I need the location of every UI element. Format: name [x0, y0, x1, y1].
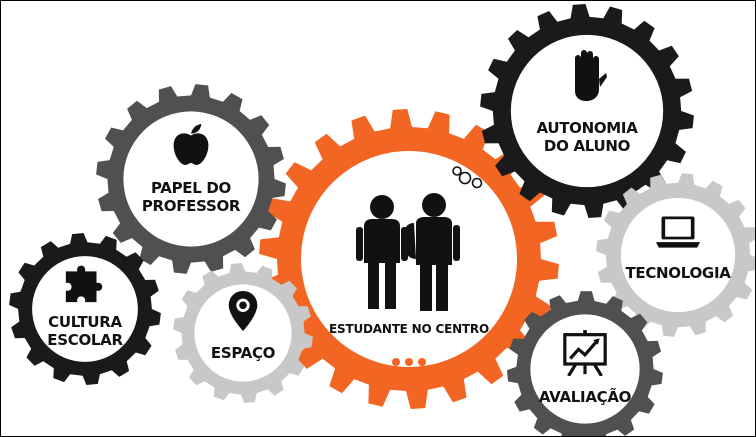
ellipsis-dot-icon — [405, 358, 413, 366]
thought-bubble-icon — [471, 177, 483, 189]
avaliacao-label: AVALIAÇÃO — [538, 388, 632, 406]
tecnologia-gear — [596, 173, 755, 337]
estudante-no-centro-label: ESTUDANTE NO CENTRO — [329, 322, 489, 336]
espaco-gear-face — [194, 284, 292, 382]
autonomia-do-aluno-gear-face — [510, 34, 664, 188]
espaco-gear — [173, 263, 313, 403]
autonomia-do-aluno-label: AUTONOMIA DO ALUNO — [536, 119, 638, 155]
ellipsis-dot-icon — [392, 358, 400, 366]
tecnologia-label: TECNOLOGIA — [625, 264, 731, 282]
ellipsis-dot-icon — [418, 358, 426, 366]
estudante-no-centro-gear-face — [301, 151, 517, 367]
cultura-escolar-gear — [9, 233, 161, 385]
thought-bubble-icon — [458, 171, 472, 185]
avaliacao-gear — [507, 291, 663, 436]
papel-do-professor-gear-face — [123, 111, 259, 247]
cultura-escolar-gear-face — [32, 256, 138, 362]
laptop-icon — [656, 216, 700, 248]
tecnologia-gear-face — [620, 197, 736, 313]
cultura-escolar-label: CULTURA ESCOLAR — [47, 313, 123, 349]
autonomia-do-aluno-gear — [480, 4, 694, 218]
estudante-no-centro-gear — [259, 109, 559, 409]
espaco-label: ESPAÇO — [210, 344, 276, 362]
papel-do-professor-gear — [96, 84, 286, 274]
thought-bubble-icon — [452, 166, 462, 176]
papel-do-professor-label: PAPEL DO PROFESSOR — [141, 179, 241, 215]
